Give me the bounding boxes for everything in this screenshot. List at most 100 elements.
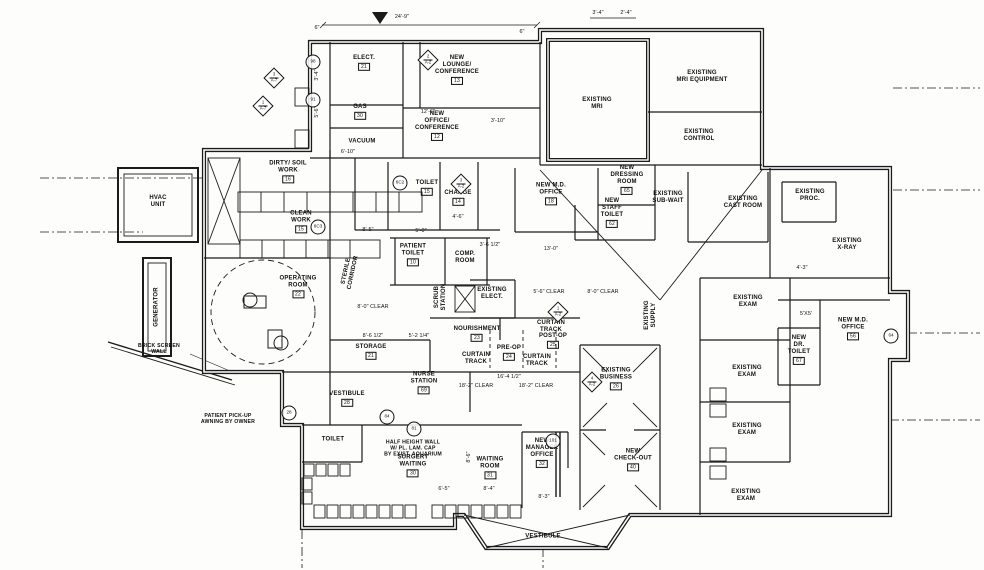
dimension-label: 18'-2" CLEAR: [518, 383, 554, 389]
room-label-text: POST-OP: [538, 332, 568, 339]
casework-counters: [207, 87, 476, 313]
room-label-text: EXISTING EXAM: [733, 295, 763, 308]
room-hvac-unit: HVAC UNIT: [149, 195, 166, 209]
room-generator: GENERATOR: [154, 287, 161, 327]
door-tag: 6C2: [392, 175, 408, 191]
room-number: 30: [407, 469, 419, 478]
room-label-text: EXISTING SUPPLY: [644, 300, 657, 330]
room-label-text: STERILE CORRIDOR: [340, 255, 360, 291]
diagonal-lines: [207, 157, 763, 549]
room-label-text: NEW M.D. OFFICE: [838, 317, 868, 331]
room-label-text: GAS: [353, 103, 367, 110]
room-number: 26: [610, 382, 622, 391]
room-number: 69: [418, 386, 430, 395]
room-label-text: NURSE STATION: [410, 371, 438, 385]
dimension-label: 8'-0" CLEAR: [587, 289, 619, 295]
room-number: 62: [606, 219, 618, 229]
room-label-text: CURTAIN TRACK: [537, 320, 565, 333]
room-number: 16: [282, 175, 294, 184]
dimension-label: 3'-10": [490, 118, 506, 124]
room-number: 15: [421, 187, 433, 197]
dimension-label: 6": [519, 29, 525, 35]
door-tag: 28: [281, 405, 297, 421]
room-label-text: VACUUM: [348, 138, 376, 145]
room-label-text: EXISTING PROC.: [795, 189, 825, 202]
dimension-label: 5'-6": [314, 106, 320, 118]
dimension-label: 4'-6": [452, 214, 464, 220]
room-label-text: TOILET: [415, 179, 439, 186]
room-label-text: CLEAN WORK: [290, 210, 312, 224]
room-label-text: ELECT.: [353, 54, 375, 61]
room-label-text: PATIENT TOILET: [399, 243, 427, 257]
room-label-text: VESTIBULE: [525, 533, 561, 540]
reference-lines: [40, 87, 980, 568]
dimension-label: 24'-9": [394, 14, 410, 20]
door-tag: 64: [883, 328, 899, 344]
room-existing-proc: EXISTING PROC.: [795, 189, 825, 203]
sheet-number: A-2: [553, 311, 563, 318]
room-number: 21: [365, 351, 377, 361]
room-existing-xray: EXISTING X-RAY: [832, 238, 862, 252]
room-existing-exam-2: EXISTING EXAM: [732, 365, 762, 379]
room-existing-mri-equipment: EXISTING MRI EQUIPMENT: [677, 70, 728, 84]
dimension-label: 5'-6" CLEAR: [533, 289, 565, 295]
room-label-text: NOURISHMENT: [453, 325, 501, 332]
label-curtain-track-1: CURTAIN TRACK: [537, 320, 565, 334]
room-number: 32: [536, 459, 548, 469]
room-label-text: WAITING ROOM: [476, 456, 504, 470]
room-label-text: EXISTING MRI EQUIPMENT: [676, 70, 728, 83]
room-label-text: SCRUB STATION: [434, 283, 447, 311]
room-label-text: CURTAIN TRACK: [462, 352, 490, 365]
room-existing-mri: EXISTING MRI: [582, 97, 612, 111]
room-label-text: NEW M.D. OFFICE: [536, 182, 566, 196]
sheet-number: A-2: [587, 381, 597, 388]
dimension-label: 6'-10": [340, 149, 356, 155]
room-label-text: EXISTING EXAM: [732, 423, 762, 436]
room-label-text: TOILET: [321, 436, 345, 443]
door-tag: 84: [379, 409, 395, 425]
room-label-text: NEW STAFF TOILET: [600, 197, 624, 218]
label-scrub-station: SCRUB STATION: [434, 284, 448, 311]
dimension-label: 8'-3": [538, 494, 550, 500]
room-toilet-southwest: TOILET: [322, 437, 344, 444]
dimension-label: 8'-6": [466, 451, 472, 463]
dimension-label: 2'-4": [620, 10, 632, 16]
room-label-text: PRE-OP: [496, 344, 522, 351]
label-existing-supply: EXISTING SUPPLY: [644, 300, 658, 330]
curtain-tracks: [489, 330, 557, 368]
room-label-text: NEW DR. TOILET: [787, 334, 811, 355]
room-number: 25: [547, 340, 559, 350]
label-curtain-track-3: CURTAIN TRACK: [462, 352, 490, 366]
room-number: 15: [295, 225, 307, 234]
room-label-text: EXISTING ELECT.: [477, 287, 507, 300]
room-label-text: EXISTING MRI: [582, 97, 612, 110]
room-label-text: GENERATOR: [153, 287, 160, 327]
room-number: 22: [292, 290, 304, 299]
note-brick-screen-wall: BRICK SCREEN WALL: [138, 342, 180, 355]
sheet-number: A-2: [423, 59, 433, 66]
dimension-label: 18'-2" CLEAR: [458, 383, 494, 389]
room-existing-control: EXISTING CONTROL: [683, 129, 714, 143]
dimension-label: 5'X5': [799, 311, 813, 317]
room-label-text: EXISTING X-RAY: [832, 238, 862, 251]
